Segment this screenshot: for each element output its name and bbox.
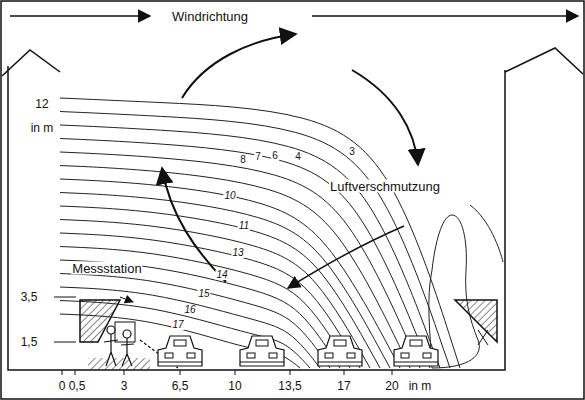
isoline-value: 8: [239, 155, 247, 165]
isoline: [60, 206, 380, 368]
isoline: [60, 247, 350, 369]
axis-unit: in m: [409, 380, 432, 392]
axis-value: 3,5: [21, 291, 38, 303]
isoline: [60, 139, 430, 369]
wind-arrow: [10, 15, 150, 17]
wind-arrow: [312, 15, 578, 17]
isoline: [60, 125, 440, 368]
canyon-walls: [8, 66, 505, 370]
station-label: Messstation: [71, 262, 142, 275]
cars: [158, 336, 438, 366]
mark: [478, 330, 488, 345]
circulation-arrow: [288, 226, 404, 288]
axis-value: 17: [337, 380, 350, 392]
isoline-value: 17: [171, 320, 184, 330]
isoline-value: 16: [183, 305, 196, 315]
circulation-arrow: [352, 70, 418, 165]
isoline: [60, 233, 360, 368]
circulation-arrow: [162, 168, 226, 282]
isoline: [470, 205, 503, 262]
isoline-value: 14: [215, 270, 228, 280]
isoline-value: 11: [238, 221, 250, 231]
leader: [120, 297, 133, 302]
axis-value: 3: [121, 380, 128, 392]
isoline-value: 3: [348, 147, 356, 157]
car: [158, 336, 202, 366]
isoline: [60, 166, 410, 369]
isoline-value: 4: [294, 152, 302, 162]
axis-value: 1,5: [21, 336, 38, 348]
station-housing: [455, 300, 497, 342]
ground-hatch: [88, 358, 150, 370]
isoline: [60, 220, 370, 369]
isoline-value: 15: [197, 289, 210, 299]
tick: [54, 342, 76, 343]
concentration-isolines: [60, 98, 460, 368]
isoline-value: 6: [271, 151, 279, 161]
car: [240, 336, 284, 366]
axis-value: 6,5: [172, 380, 189, 392]
isoline: [60, 301, 310, 369]
axis-value: 12: [35, 98, 48, 110]
x-ticks: [62, 370, 392, 375]
roof: [2, 50, 60, 76]
isoline: [60, 179, 400, 368]
car: [394, 336, 438, 366]
tick: [54, 297, 76, 298]
axis-value: 13,5: [278, 380, 301, 392]
axis-value: 0: [59, 380, 66, 392]
car: [318, 336, 362, 366]
axis-value: 20: [385, 380, 398, 392]
axis-value: 0,5: [69, 380, 86, 392]
isoline: [60, 112, 450, 369]
axis-unit: in m: [31, 122, 54, 134]
wind-label: Windrichtung: [171, 10, 249, 23]
circulation-arrow: [182, 34, 296, 98]
isoline: [60, 260, 340, 368]
axis-value: 10: [228, 380, 241, 392]
isoline-value: 7: [254, 152, 262, 162]
isoline-value: 13: [231, 248, 244, 258]
pollution-label: Luftverschmutzung: [329, 180, 441, 193]
roof: [505, 48, 583, 74]
isoline: [60, 98, 460, 368]
isoline: [60, 287, 320, 368]
isoline-loop: [429, 215, 480, 368]
mark: [478, 330, 488, 345]
station-box: [115, 322, 135, 342]
station-housing: [80, 300, 120, 342]
isoline-value: 10: [223, 191, 236, 201]
